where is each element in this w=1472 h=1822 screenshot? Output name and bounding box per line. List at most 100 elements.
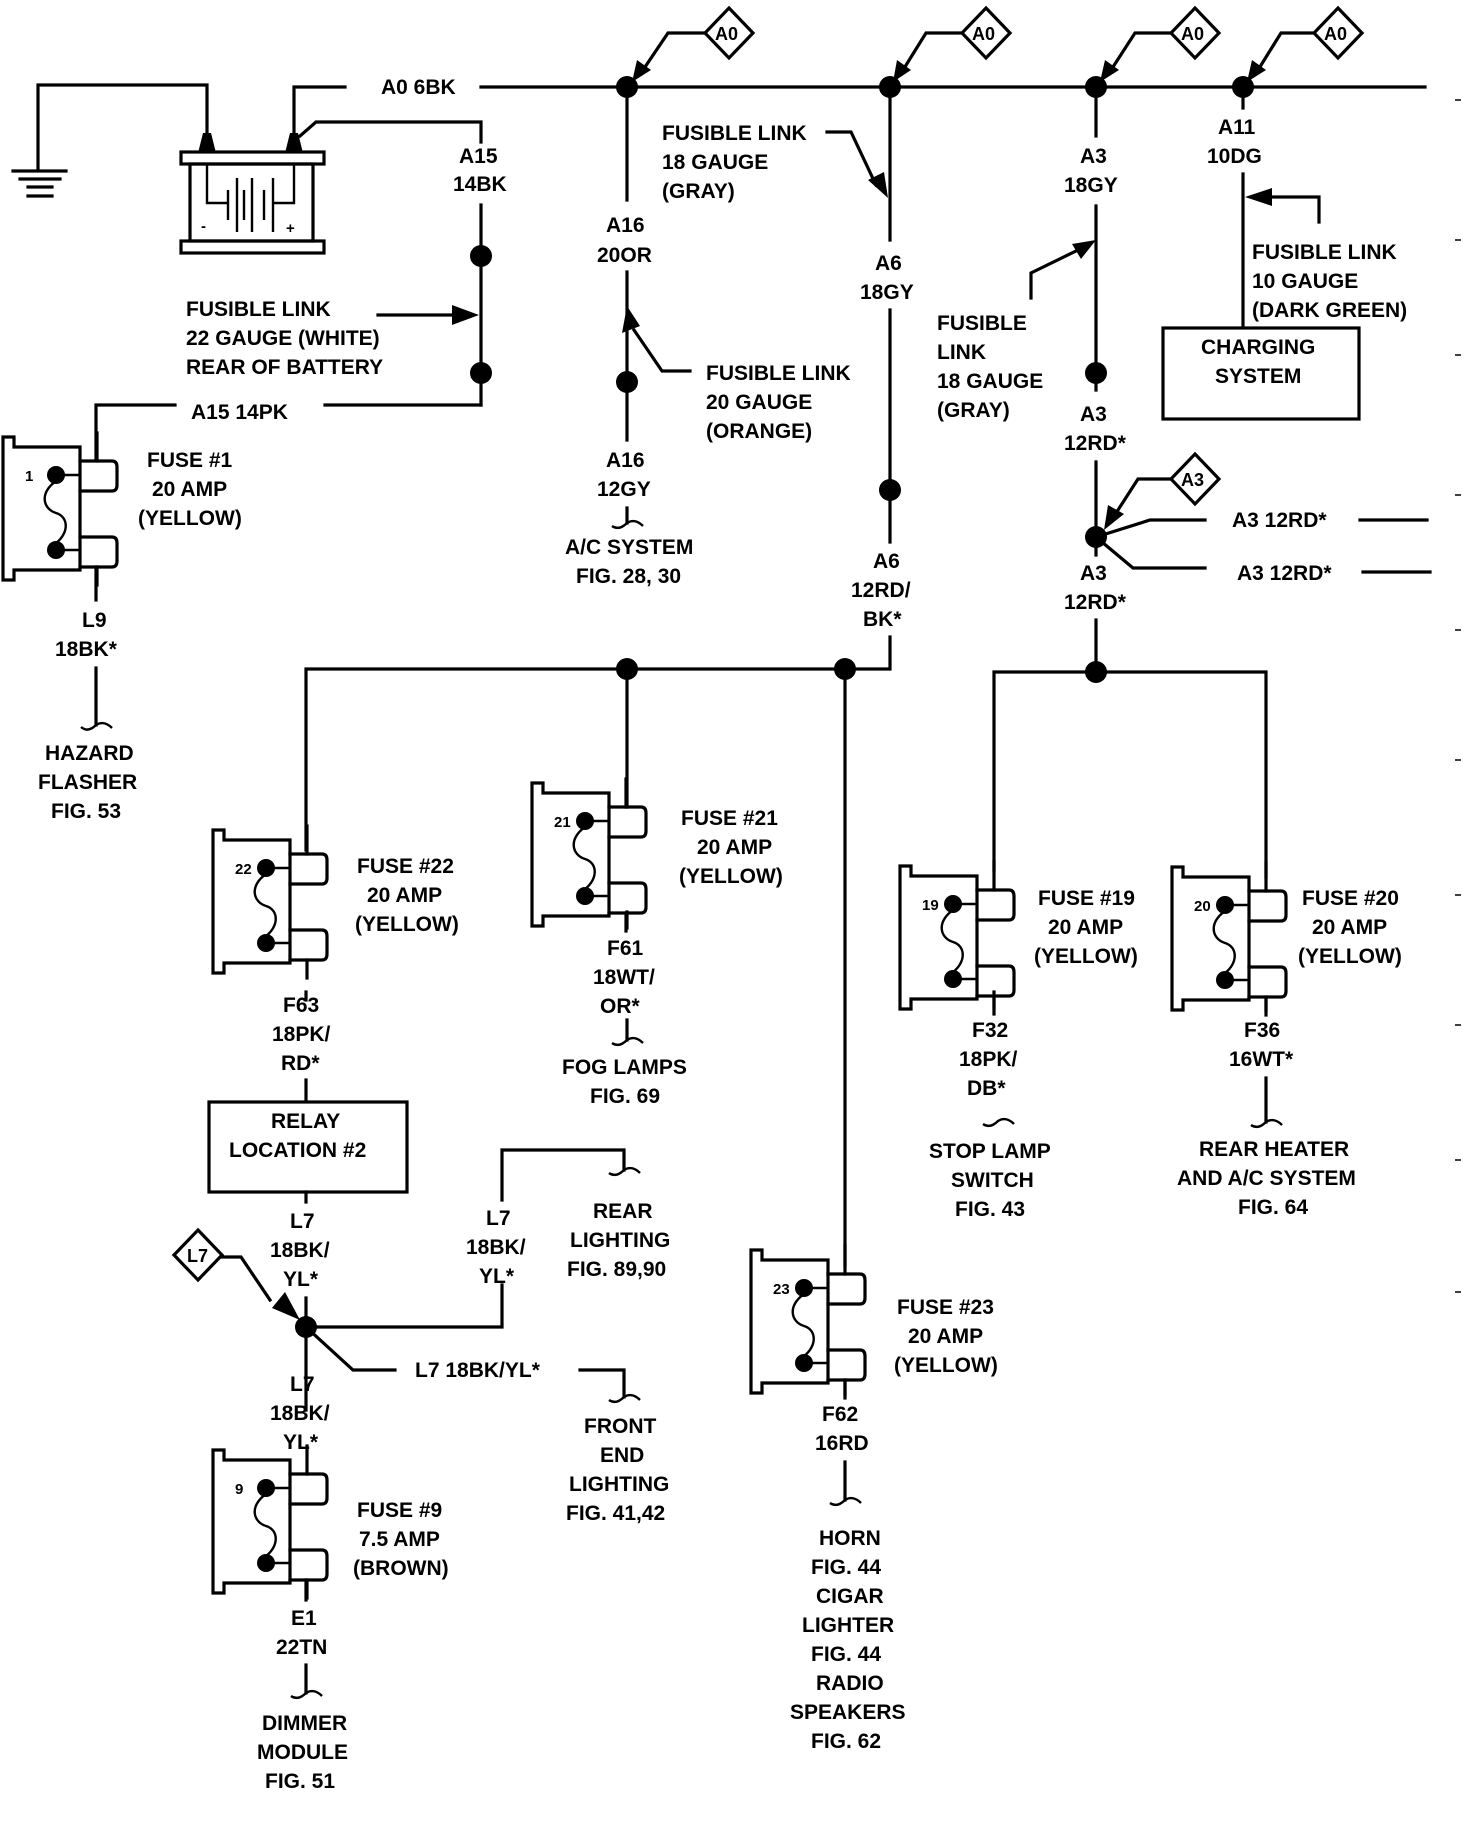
svg-text:SYSTEM: SYSTEM [1215, 365, 1301, 388]
ground-symbol-icon [11, 83, 209, 198]
fusible-link-dark-green-label: FUSIBLE LINK 10 GAUGE (DARK GREEN) [1252, 241, 1407, 322]
svg-text:20OR: 20OR [597, 244, 652, 267]
a0-bus-label: A0 6BK [381, 76, 456, 99]
junction-a3 [1085, 76, 1107, 98]
svg-text:L7: L7 [290, 1210, 315, 1233]
svg-text:F36: F36 [1244, 1019, 1280, 1042]
svg-text:FLASHER: FLASHER [38, 771, 137, 794]
svg-text:YL*: YL* [283, 1431, 319, 1454]
svg-text:FRONT: FRONT [584, 1415, 656, 1438]
svg-text:A/C SYSTEM: A/C SYSTEM [565, 536, 693, 559]
svg-text:HORN: HORN [819, 1527, 881, 1550]
f62-wire: F62 16RD [815, 1378, 869, 1507]
fuse-number-label: 20 [1194, 898, 1211, 915]
svg-text:E1: E1 [291, 1607, 317, 1630]
svg-text:REAR HEATER: REAR HEATER [1199, 1138, 1349, 1161]
svg-text:A6: A6 [873, 550, 900, 573]
svg-text:18PK/: 18PK/ [272, 1023, 331, 1046]
svg-text:A3 12RD*: A3 12RD* [1232, 509, 1327, 532]
svg-text:FIG. 51: FIG. 51 [265, 1770, 335, 1793]
fuse-number-label: 19 [922, 897, 939, 914]
svg-text:18 GAUGE: 18 GAUGE [937, 370, 1043, 393]
svg-text:L7: L7 [486, 1207, 511, 1230]
svg-text:(GRAY): (GRAY) [662, 180, 735, 203]
svg-text:A16: A16 [606, 214, 645, 237]
destination-rear-lighting: REAR LIGHTING FIG. 89,90 [567, 1200, 670, 1281]
svg-text:(YELLOW): (YELLOW) [138, 507, 242, 530]
a16-wire: A16 20OR A16 12GY [597, 96, 692, 530]
svg-text:FUSIBLE LINK: FUSIBLE LINK [186, 298, 331, 321]
fuse-group: 1 22 21 19 20 23 9 [1, 431, 1288, 1600]
connector-a0-4: A0 [1247, 5, 1365, 82]
svg-text:CIGAR: CIGAR [816, 1585, 884, 1608]
fuse-20-icon: 20 [1170, 861, 1288, 1017]
svg-text:FIG. 44: FIG. 44 [811, 1643, 881, 1666]
svg-text:7.5 AMP: 7.5 AMP [359, 1528, 440, 1551]
svg-text:FUSIBLE LINK: FUSIBLE LINK [1252, 241, 1397, 264]
svg-text:A0: A0 [1324, 24, 1347, 44]
svg-text:16RD: 16RD [815, 1432, 869, 1455]
junction-a16 [616, 76, 638, 98]
svg-text:FUSE #21: FUSE #21 [681, 807, 778, 830]
svg-text:A3: A3 [1080, 562, 1107, 585]
svg-text:20 AMP: 20 AMP [1048, 916, 1123, 939]
svg-text:22 GAUGE (WHITE): 22 GAUGE (WHITE) [186, 327, 380, 350]
svg-text:SPEAKERS: SPEAKERS [790, 1701, 906, 1724]
svg-text:DIMMER: DIMMER [262, 1712, 347, 1735]
fusible-link-gray-a6-label: FUSIBLE LINK 18 GAUGE (GRAY) [662, 122, 807, 203]
junction-a6 [879, 76, 901, 98]
svg-text:(YELLOW): (YELLOW) [355, 913, 459, 936]
fuse-9-icon: 9 [211, 1444, 329, 1600]
fuse-23-label: FUSE #23 20 AMP (YELLOW) [894, 1296, 998, 1377]
svg-text:A0: A0 [1181, 24, 1204, 44]
l9-wire: L9 18BK* [55, 565, 118, 731]
svg-text:20 GAUGE: 20 GAUGE [706, 391, 812, 414]
f63-wire: F63 18PK/ RD* [272, 990, 331, 1103]
edge-ticks [1455, 99, 1461, 1293]
fuse-22-label: FUSE #22 20 AMP (YELLOW) [355, 855, 459, 936]
svg-text:16WT*: 16WT* [1229, 1048, 1294, 1071]
svg-text:20 AMP: 20 AMP [697, 836, 772, 859]
a6-wire: A6 18GY A6 12RD/ BK* [304, 96, 914, 1267]
svg-text:20 AMP: 20 AMP [1312, 916, 1387, 939]
svg-text:18BK/: 18BK/ [270, 1402, 330, 1425]
svg-text:FUSE #1: FUSE #1 [147, 449, 233, 472]
svg-text:CHARGING: CHARGING [1201, 336, 1315, 359]
fuse-number-label: 1 [25, 468, 33, 485]
svg-text:MODULE: MODULE [257, 1741, 348, 1764]
f32-wire: F32 18PK/ DB* [959, 990, 1018, 1128]
svg-text:YL*: YL* [283, 1268, 319, 1291]
svg-text:20 AMP: 20 AMP [367, 884, 442, 907]
svg-text:A0: A0 [972, 24, 995, 44]
svg-text:A3: A3 [1181, 470, 1204, 490]
destination-fog-lamps: FOG LAMPS FIG. 69 [562, 1056, 687, 1108]
svg-text:DB*: DB* [967, 1077, 1006, 1100]
svg-text:FIG. 62: FIG. 62 [811, 1730, 881, 1753]
e1-wire: E1 22TN [276, 1578, 327, 1700]
svg-text:18 GAUGE: 18 GAUGE [662, 151, 768, 174]
svg-text:14BK: 14BK [453, 173, 507, 196]
a0-bus-wire: A0 6BK [292, 76, 1427, 135]
svg-text:A0: A0 [715, 24, 738, 44]
svg-text:18GY: 18GY [860, 281, 914, 304]
fusible-link-gray-a3-label: FUSIBLE LINK 18 GAUGE (GRAY) [937, 312, 1043, 422]
fuse-23-icon: 23 [749, 1244, 867, 1400]
fuse-number-label: 22 [235, 861, 252, 878]
svg-text:LOCATION #2: LOCATION #2 [229, 1139, 366, 1162]
svg-text:(ORANGE): (ORANGE) [706, 420, 812, 443]
svg-text:A15 14PK: A15 14PK [191, 401, 288, 424]
svg-text:LIGHTING: LIGHTING [569, 1473, 669, 1496]
svg-text:22TN: 22TN [276, 1636, 327, 1659]
fuse-21-label: FUSE #21 20 AMP (YELLOW) [679, 807, 783, 888]
svg-text:FUSIBLE LINK: FUSIBLE LINK [662, 122, 807, 145]
svg-text:12RD*: 12RD* [1064, 591, 1127, 614]
destination-hazard-flasher: HAZARD FLASHER FIG. 53 [38, 742, 137, 823]
svg-text:A6: A6 [875, 252, 902, 275]
svg-text:(YELLOW): (YELLOW) [1034, 945, 1138, 968]
svg-text:18BK*: 18BK* [55, 638, 118, 661]
svg-text:(DARK GREEN): (DARK GREEN) [1252, 299, 1407, 322]
fuse-21-icon: 21 [530, 777, 648, 933]
connector-a0-2: A0 [893, 5, 1013, 82]
svg-text:12GY: 12GY [597, 478, 651, 501]
fuse-1-icon: 1 [1, 431, 119, 587]
